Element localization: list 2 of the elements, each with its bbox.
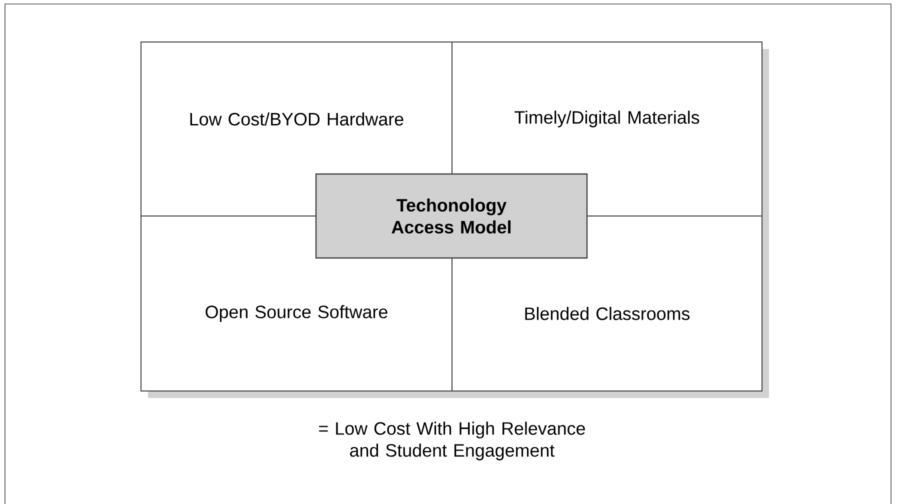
caption-text: = Low Cost With High Relevance and Student Engagement: [319, 422, 585, 460]
center-box: Techonology Access Model: [315, 173, 588, 259]
